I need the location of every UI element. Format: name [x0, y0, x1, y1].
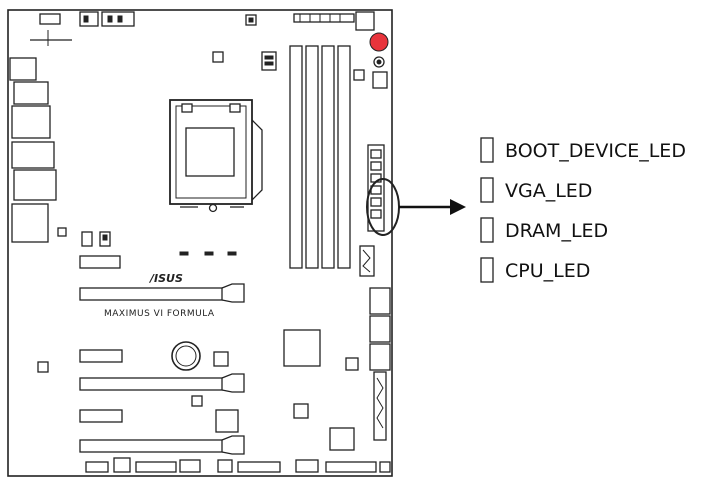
led-indicator-icon	[480, 177, 494, 203]
small-component	[212, 51, 224, 63]
led-indicator-icon	[480, 217, 494, 243]
led-indicator-icon	[480, 257, 494, 283]
q-led-cluster	[366, 144, 400, 236]
led-indicator-icon	[480, 137, 494, 163]
led-label: BOOT_DEVICE_LED	[505, 140, 686, 162]
callout-highlight-ellipse	[366, 178, 400, 236]
mid-components	[79, 231, 375, 277]
led-legend-boot-device: BOOT_DEVICE_LED	[480, 137, 686, 163]
led-legend-vga: VGA_LED	[480, 177, 592, 203]
rear-io-ports	[9, 57, 67, 243]
top-components	[30, 11, 375, 46]
board-outline	[7, 9, 393, 477]
board-brand-text: /ISUS	[148, 272, 183, 285]
led-label: DRAM_LED	[505, 220, 608, 242]
chipset	[283, 329, 321, 367]
small-component	[353, 69, 365, 81]
led-label: VGA_LED	[505, 180, 592, 202]
led-legend-dram: DRAM_LED	[480, 217, 608, 243]
led-legend-cpu: CPU_LED	[480, 257, 590, 283]
pcie-slots	[79, 283, 245, 455]
small-component	[261, 51, 277, 71]
dimm-slots	[289, 45, 351, 269]
highlighted-component	[369, 32, 389, 52]
led-label: CPU_LED	[505, 260, 590, 282]
callout-legend: BOOT_DEVICE_LED VGA_LED DRAM_LED CPU_LED	[480, 137, 686, 283]
callout-arrow	[399, 199, 466, 215]
board-model-text: MAXIMUS VI FORMULA	[104, 309, 215, 319]
cpu-socket	[169, 99, 263, 213]
lower-components	[37, 287, 391, 451]
bottom-headers	[85, 457, 391, 473]
cmos-battery	[171, 341, 201, 371]
